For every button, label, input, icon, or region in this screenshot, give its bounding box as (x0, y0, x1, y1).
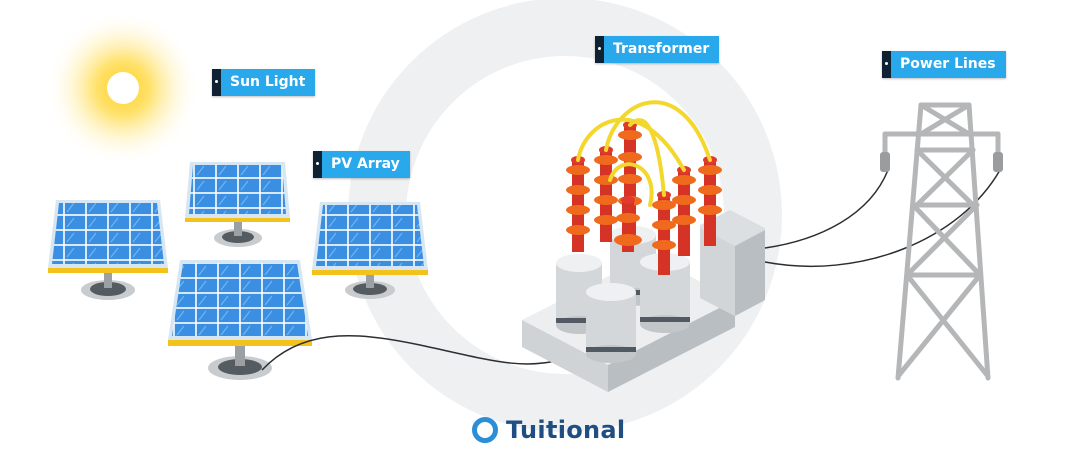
pv-array-label: PV Array (313, 151, 410, 178)
transformer-label: Transformer (595, 36, 720, 63)
insulator (652, 191, 676, 275)
cable-pv-to-transformer (261, 335, 561, 371)
insulator (698, 156, 722, 246)
label-pin-icon (882, 51, 891, 78)
sun-light-label-text: Sun Light (221, 69, 316, 96)
label-pin-icon (212, 69, 221, 96)
solar-panel (48, 200, 168, 300)
logo-ring-icon (472, 417, 498, 443)
cable-transformer-to-tower (764, 169, 1001, 268)
sun-icon (45, 10, 201, 166)
power-lines-label: Power Lines (882, 51, 1006, 78)
transformer-tank (556, 254, 602, 334)
transformer-tank (586, 283, 636, 363)
solar-panel (312, 202, 428, 299)
label-pin-icon (313, 151, 322, 178)
insulator (594, 146, 618, 242)
brand-name: Tuitional (506, 416, 626, 444)
label-pin-icon (595, 36, 604, 63)
cable-transformer-to-tower (764, 169, 889, 249)
solar-panel (168, 260, 312, 380)
brand-logo: Tuitional (472, 414, 625, 446)
power-lines-label-text: Power Lines (891, 51, 1006, 78)
insulator (566, 156, 590, 252)
transformer-label-text: Transformer (604, 36, 720, 63)
insulator (614, 196, 642, 252)
sun-light-label: Sun Light (212, 69, 316, 96)
tower-insulator-icon (880, 152, 1003, 172)
solar-panel (185, 162, 290, 247)
conductor-loops (576, 100, 712, 207)
insulator (672, 166, 696, 256)
pv-array-label-text: PV Array (322, 151, 410, 178)
power-tower (882, 102, 1001, 381)
transformer (522, 100, 765, 392)
